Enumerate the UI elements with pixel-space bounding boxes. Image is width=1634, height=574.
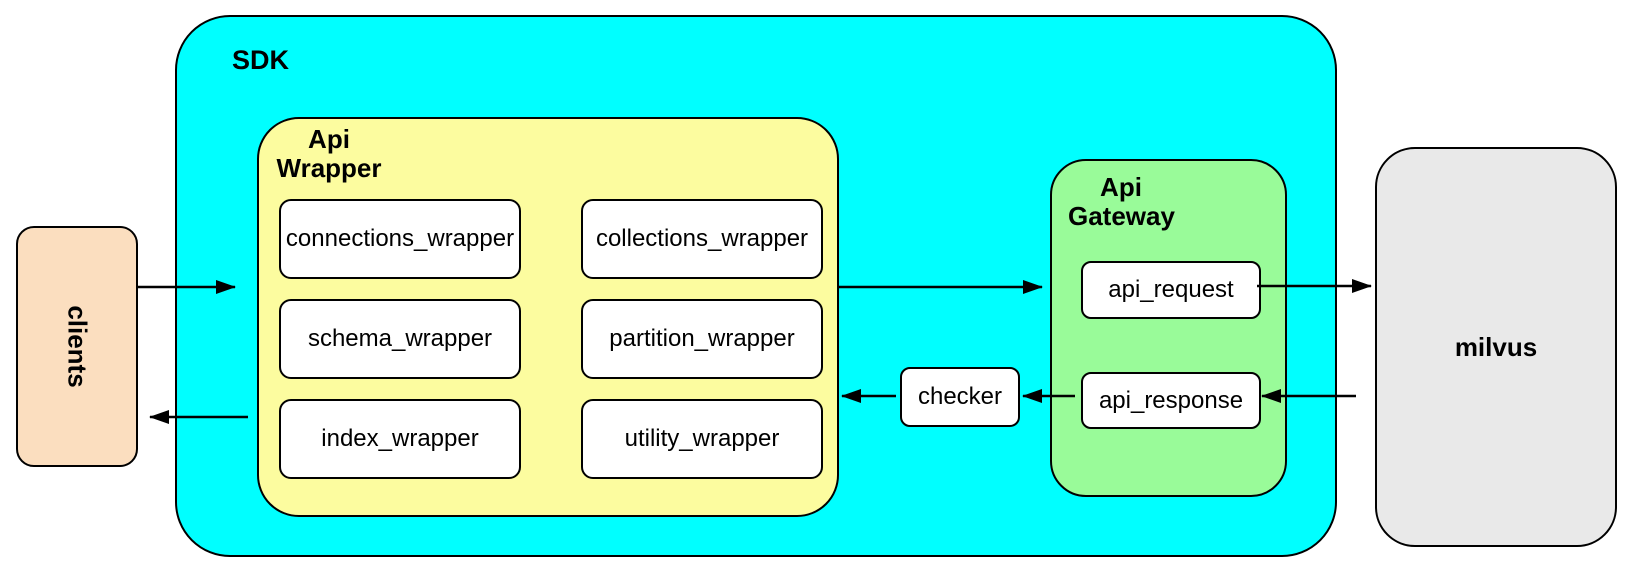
node-utility-wrapper-label: utility_wrapper xyxy=(624,425,780,452)
container-sdk-label: SDK xyxy=(232,45,290,75)
node-collections-wrapper-label: collections_wrapper xyxy=(595,225,809,252)
node-api-response: api_response xyxy=(1081,372,1261,429)
node-api-response-label: api_response xyxy=(1098,386,1244,414)
node-collections-wrapper: collections_wrapper xyxy=(581,199,823,279)
node-schema-wrapper-label: schema_wrapper xyxy=(307,325,493,352)
node-clients-label: clients xyxy=(62,305,93,388)
node-api-request-label: api_request xyxy=(1108,276,1234,303)
api-wrapper-label-line2: Wrapper xyxy=(276,153,382,183)
node-schema-wrapper: schema_wrapper xyxy=(279,299,521,379)
node-connections-wrapper-label: connections_wrapper xyxy=(285,225,515,252)
node-checker-label: checker xyxy=(917,383,1003,410)
api-wrapper-label-line1: Api xyxy=(308,124,350,154)
node-partition-wrapper-label: partition_wrapper xyxy=(609,325,795,352)
node-api-request: api_request xyxy=(1081,261,1261,319)
node-checker: checker xyxy=(900,367,1020,427)
node-clients: clients xyxy=(16,226,138,467)
api-gateway-label-line2: Gateway xyxy=(1068,201,1175,231)
node-utility-wrapper: utility_wrapper xyxy=(581,399,823,479)
node-milvus-label: milvus xyxy=(1454,331,1538,362)
node-milvus: milvus xyxy=(1375,147,1617,547)
node-index-wrapper-label: index_wrapper xyxy=(321,425,479,452)
node-index-wrapper: index_wrapper xyxy=(279,399,521,479)
api-gateway-label-line1: Api xyxy=(1100,172,1142,202)
node-partition-wrapper: partition_wrapper xyxy=(581,299,823,379)
node-connections-wrapper: connections_wrapper xyxy=(279,199,521,279)
